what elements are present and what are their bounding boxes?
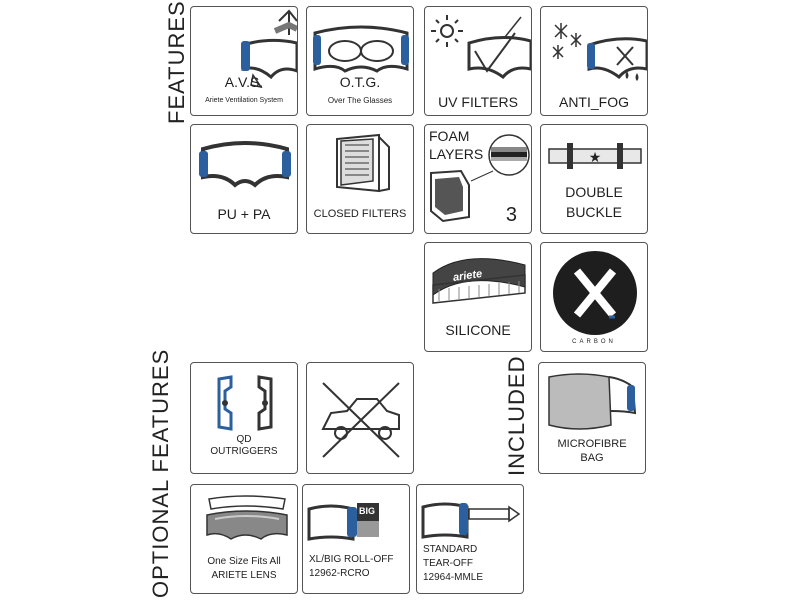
included-label: INCLUDED bbox=[504, 355, 529, 476]
goggle-glasses-icon bbox=[313, 25, 409, 73]
otg-title: O.T.G. bbox=[339, 74, 381, 90]
avs-title: A.V.S. bbox=[224, 74, 264, 90]
pupa-title: PU + PA bbox=[217, 206, 271, 222]
buckle-tile: ★ DOUBLE BUCKLE bbox=[540, 124, 648, 234]
svg-text:★: ★ bbox=[589, 150, 602, 166]
silicone-title: SILICONE bbox=[445, 322, 511, 338]
nocar-tile bbox=[306, 362, 414, 474]
otg-subtitle: Over The Glasses bbox=[327, 96, 393, 105]
foam-count: 3 bbox=[505, 204, 517, 226]
strap-buckle-icon: ★ bbox=[548, 143, 642, 169]
buckle-title-line2: BUCKLE bbox=[565, 204, 623, 220]
qd-title-line1: QD bbox=[236, 434, 252, 445]
goggle-frame-icon bbox=[199, 141, 291, 188]
otg-tile: O.T.G. Over The Glasses bbox=[306, 6, 414, 116]
lens-icon bbox=[206, 495, 288, 540]
outrigger-icon bbox=[217, 375, 273, 431]
bag-title-line2: BAG bbox=[580, 452, 604, 464]
rolloff-badge: BIG bbox=[359, 506, 376, 516]
lens-tile: One Size Fits All ARIETE LENS bbox=[190, 484, 298, 594]
closed-tile: CLOSED FILTERS bbox=[306, 124, 414, 234]
rolloff-title-line1: XL/BIG ROLL-OFF bbox=[309, 554, 394, 565]
tearoff-title-line1: STANDARD bbox=[423, 544, 478, 555]
bag-icon bbox=[548, 373, 637, 430]
no-car-icon bbox=[321, 382, 400, 458]
carbon-tile: CARBON bbox=[540, 242, 648, 352]
silicone-tile: ariete SILICONE bbox=[424, 242, 532, 352]
rolloff-title-line2: 12962-RCRO bbox=[309, 568, 370, 579]
avs-tile: A.V.S. Ariete Ventilation System bbox=[190, 6, 298, 116]
avs-subtitle: Ariete Ventilation System bbox=[205, 97, 283, 104]
silicone-strap-icon bbox=[432, 258, 526, 304]
foam-tile: FOAM LAYERS 3 bbox=[424, 124, 532, 234]
features-label: FEATURES bbox=[164, 0, 189, 124]
qd-title-line2: OUTRIGGERS bbox=[210, 446, 278, 457]
tearoff-title-line2: TEAR-OFF bbox=[423, 558, 473, 569]
antifog-tile: ANTI_FOG bbox=[540, 6, 648, 116]
goggle-vent-icon bbox=[241, 9, 297, 89]
foam-title-line2: LAYERS bbox=[429, 146, 484, 162]
pupa-tile: PU + PA bbox=[190, 124, 298, 234]
lens-title-line1: One Size Fits All bbox=[207, 556, 281, 567]
lens-title-line2: ARIETE LENS bbox=[211, 570, 277, 581]
bag-tile: MICROFIBRE BAG bbox=[538, 362, 646, 474]
tear-off-icon bbox=[421, 502, 521, 539]
foam-title-line1: FOAM bbox=[429, 128, 470, 144]
rolloff-tile: BIG XL/BIG ROLL-OFF 12962-RCRO bbox=[302, 484, 410, 594]
tearoff-tile: STANDARD TEAR-OFF 12964-MMLE bbox=[416, 484, 524, 594]
foam-layers-icon bbox=[430, 134, 530, 223]
bag-title-line1: MICROFIBRE bbox=[557, 438, 627, 450]
tearoff-title-line3: 12964-MMLE bbox=[423, 572, 484, 583]
buckle-title-line1: DOUBLE bbox=[565, 184, 623, 200]
uv-tile: UV FILTERS bbox=[424, 6, 532, 116]
roll-off-icon bbox=[307, 503, 379, 541]
closed-title: CLOSED FILTERS bbox=[313, 208, 407, 220]
optional-features-label: OPTIONAL FEATURES bbox=[148, 348, 173, 598]
qd-tile: QD OUTRIGGERS bbox=[190, 362, 298, 474]
carbon-x-icon bbox=[553, 251, 637, 335]
carbon-word: CARBON bbox=[572, 339, 616, 345]
sun-goggle-icon bbox=[431, 15, 531, 80]
antifog-title: ANTI_FOG bbox=[558, 94, 629, 110]
uv-title: UV FILTERS bbox=[438, 94, 518, 110]
snowflake-goggle-icon bbox=[552, 23, 647, 81]
filter-icon bbox=[336, 133, 390, 193]
